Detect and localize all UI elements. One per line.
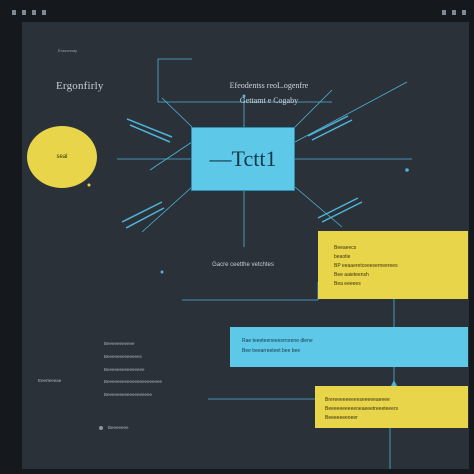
yellow-note-box[interactable]: Beeaeecs beaotie BP eeaaeretceeeserneere… xyxy=(318,231,468,299)
note-line: Rae teeeteeneeesrrorene dlene xyxy=(242,338,313,344)
window-action-icon[interactable] xyxy=(462,10,466,15)
bullet-icon xyxy=(99,426,103,430)
circle-node[interactable]: seal xyxy=(27,126,97,188)
list-item: Beeeeeeeeeeeeeeeeee xyxy=(104,392,153,398)
center-node-label: —Tctt1 xyxy=(209,146,277,171)
note-line: Bee beearreeteet bee bee xyxy=(242,348,301,354)
list-item: Beeeeeeeeeee xyxy=(104,341,135,346)
panel-mini-label: Erosonnay xyxy=(58,48,78,53)
window-dot-icon[interactable] xyxy=(22,10,26,15)
window-action-icon[interactable] xyxy=(442,10,446,15)
diagram-caption: Gacre ceetthe vetchtes xyxy=(212,262,274,268)
window-dot-icon[interactable] xyxy=(12,10,16,15)
left-text-list: Beeeeeeeeeee Beeeeeeeeeeeees Beeeeeeeeee… xyxy=(104,338,162,402)
note-line: Bea eeeees xyxy=(334,281,361,287)
diagram-heading: Efeodentss reoL.ogenfre Gettamt e Cogaby xyxy=(206,78,332,108)
note-line: Brereeeeeeeeeseeeeeaeeee xyxy=(325,397,390,403)
window-controls[interactable] xyxy=(12,10,46,15)
note-line: Beeeeeeeeeeoeaeeetreeeteeers xyxy=(325,406,399,412)
side-label: Eeerteeeae xyxy=(38,378,62,383)
window-actions[interactable] xyxy=(442,10,466,15)
circle-node-label: seal xyxy=(56,154,68,160)
window-dot-icon[interactable] xyxy=(32,10,36,15)
yellow-note-box-bottom[interactable]: Brereeeeeeeeeseeeeeaeeee Beeeeeeeeeeoeae… xyxy=(315,386,468,428)
note-line: beaotie xyxy=(334,254,351,260)
list-item: Beeeeeeeeeeeeeee xyxy=(104,366,145,372)
note-line: Bee aaieteensh xyxy=(334,272,369,278)
window-action-icon[interactable] xyxy=(452,10,456,15)
heading-line: Efeodentss reoL.ogenfre xyxy=(229,81,309,90)
footer-label: Beeeeeee xyxy=(108,425,129,430)
note-line: BP eeaaeretceeeserneerees xyxy=(334,263,398,269)
center-node[interactable]: —Tctt1 xyxy=(191,127,295,191)
list-item: Beeeeeeeeeeeees xyxy=(104,353,142,359)
page-title: Ergonfirly xyxy=(56,80,104,92)
connector-lines xyxy=(87,58,412,469)
note-line: Beeaeecs xyxy=(334,245,357,251)
list-item: Beeeeeeeeeeeeeeeeeeeeee xyxy=(104,379,163,385)
heading-line: Gettamt e Cogaby xyxy=(239,96,299,105)
note-line: Beeeeeeeoeer xyxy=(325,415,358,421)
window-dot-icon[interactable] xyxy=(42,10,46,15)
cyan-note-box[interactable]: Rae teeeteeneeesrrorene dlene Bee beearr… xyxy=(230,327,468,367)
